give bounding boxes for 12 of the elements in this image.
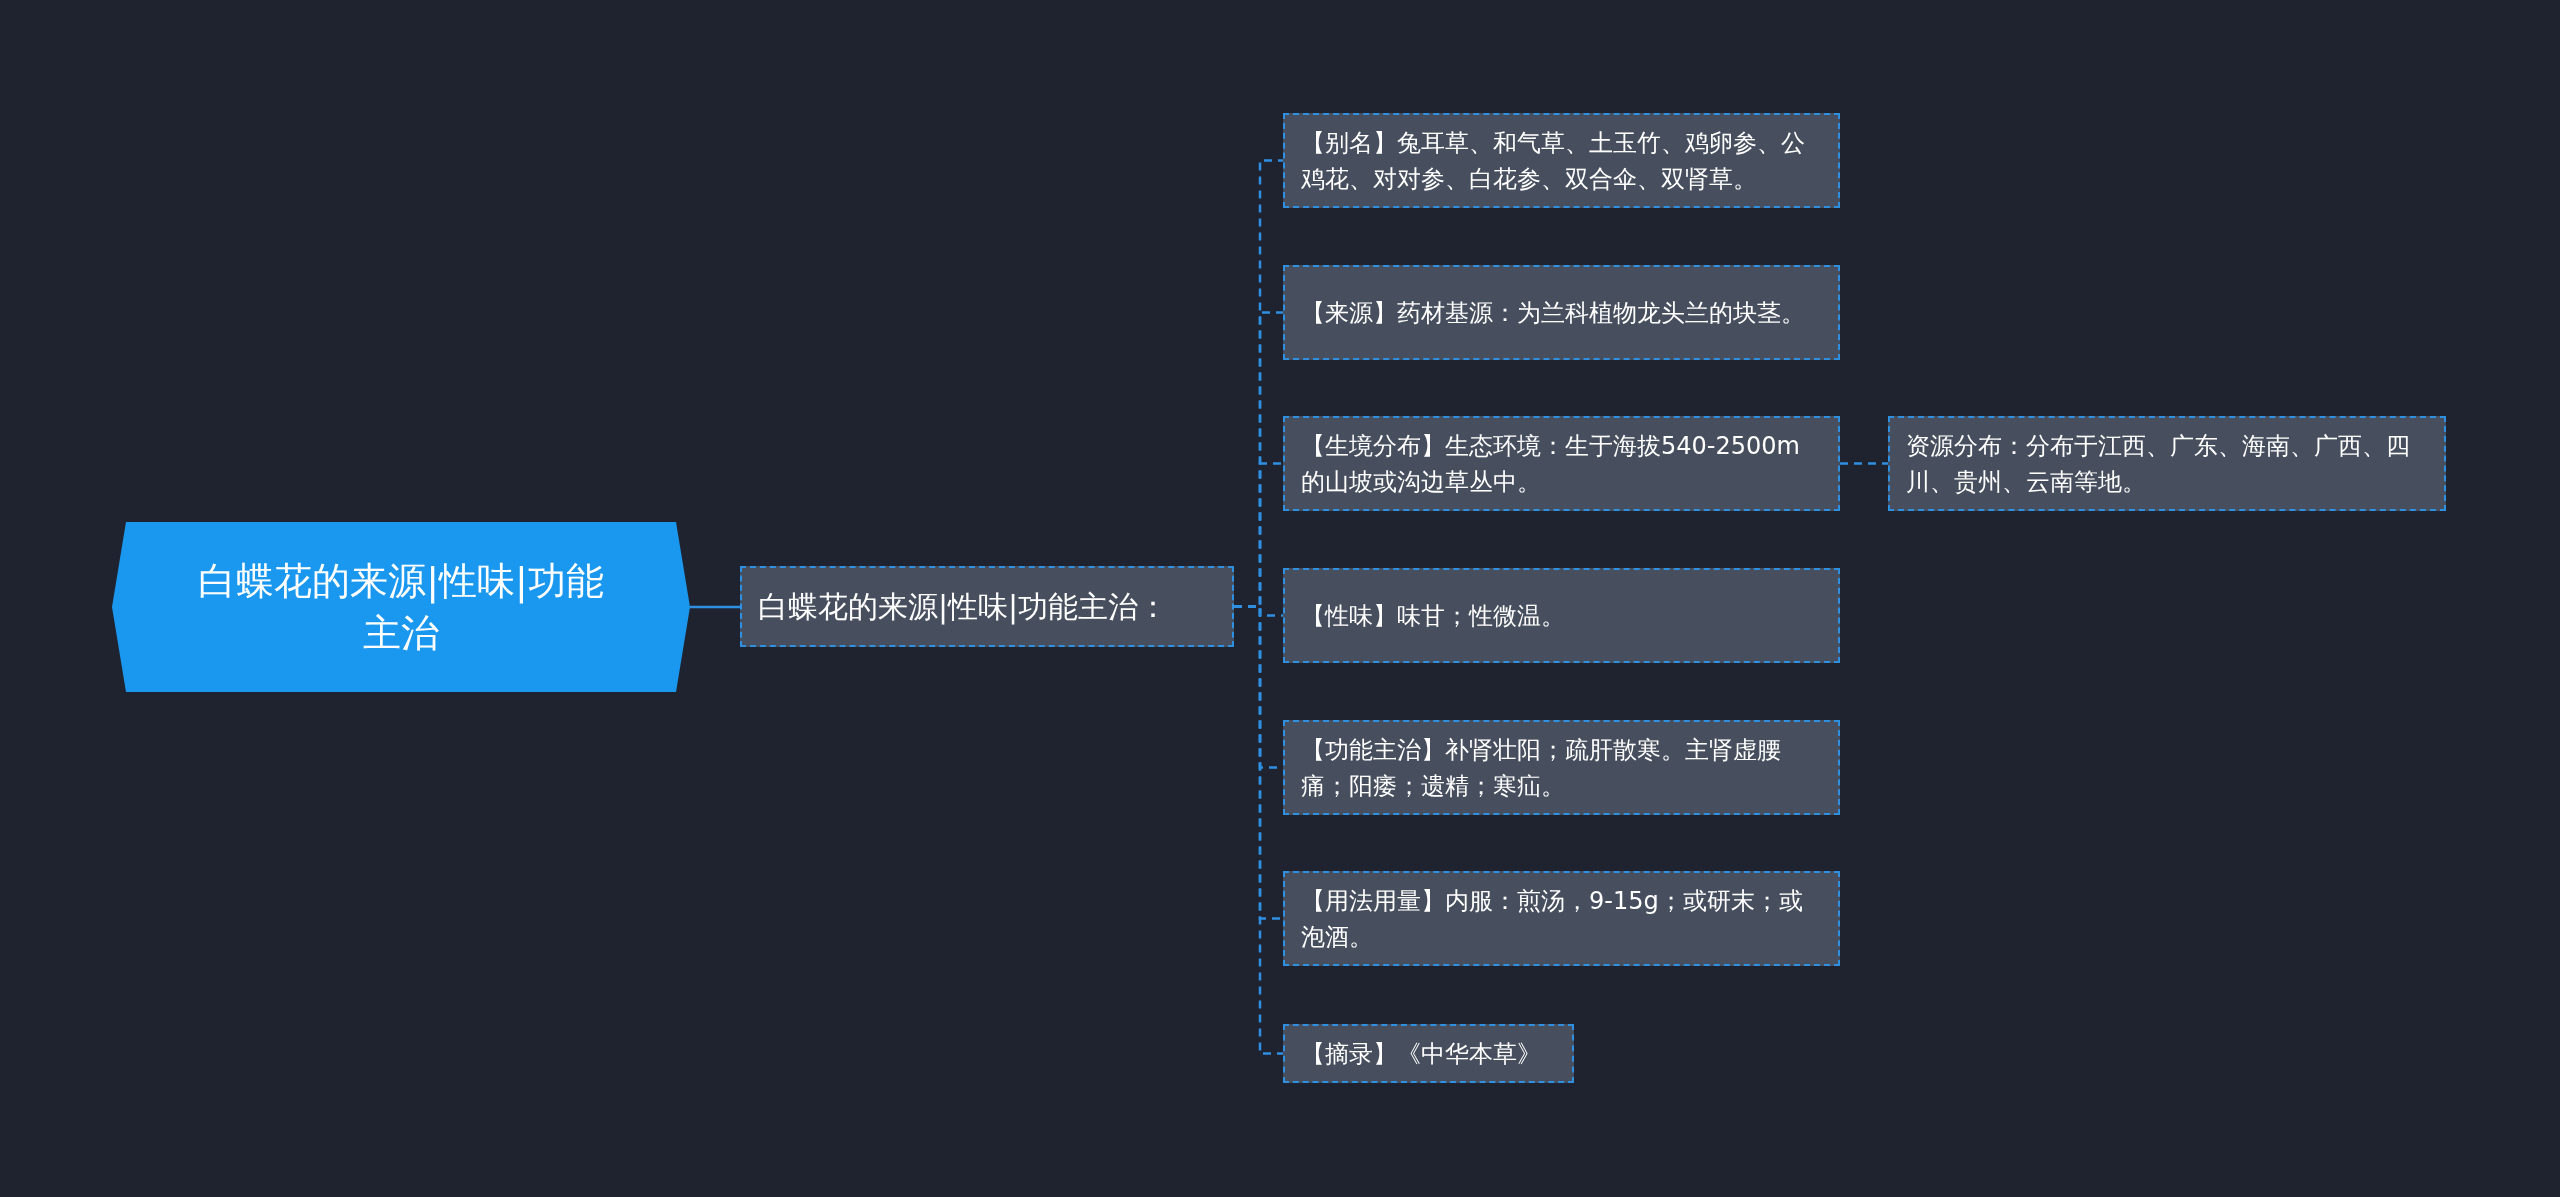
topic-box: 【性味】味甘；性微温。 — [1283, 568, 1840, 663]
connector-line — [1234, 605, 1283, 1055]
subtopic-box: 白蝶花的来源|性味|功能主治： — [740, 566, 1234, 647]
topic-box: 【生境分布】生态环境：生于海拔540-2500m的山坡或沟边草丛中。 — [1283, 416, 1840, 511]
connector-line — [1840, 462, 1888, 465]
topic-box: 【来源】药材基源：为兰科植物龙头兰的块茎。 — [1283, 265, 1840, 360]
topic-box: 【摘录】《中华本草》 — [1283, 1024, 1574, 1083]
topic-box: 【别名】兔耳草、和气草、土玉竹、鸡卵参、公鸡花、对对参、白花参、双合伞、双肾草。 — [1283, 113, 1840, 208]
topic-box: 资源分布：分布于江西、广东、海南、广西、四川、贵州、云南等地。 — [1888, 416, 2446, 511]
connector-line — [690, 605, 740, 609]
topic-box: 【功能主治】补肾壮阳；疏肝散寒。主肾虚腰痛；阳痿；遗精；寒疝。 — [1283, 720, 1840, 815]
topic-box: 【用法用量】内服：煎汤，9-15g；或研末；或泡酒。 — [1283, 871, 1840, 966]
